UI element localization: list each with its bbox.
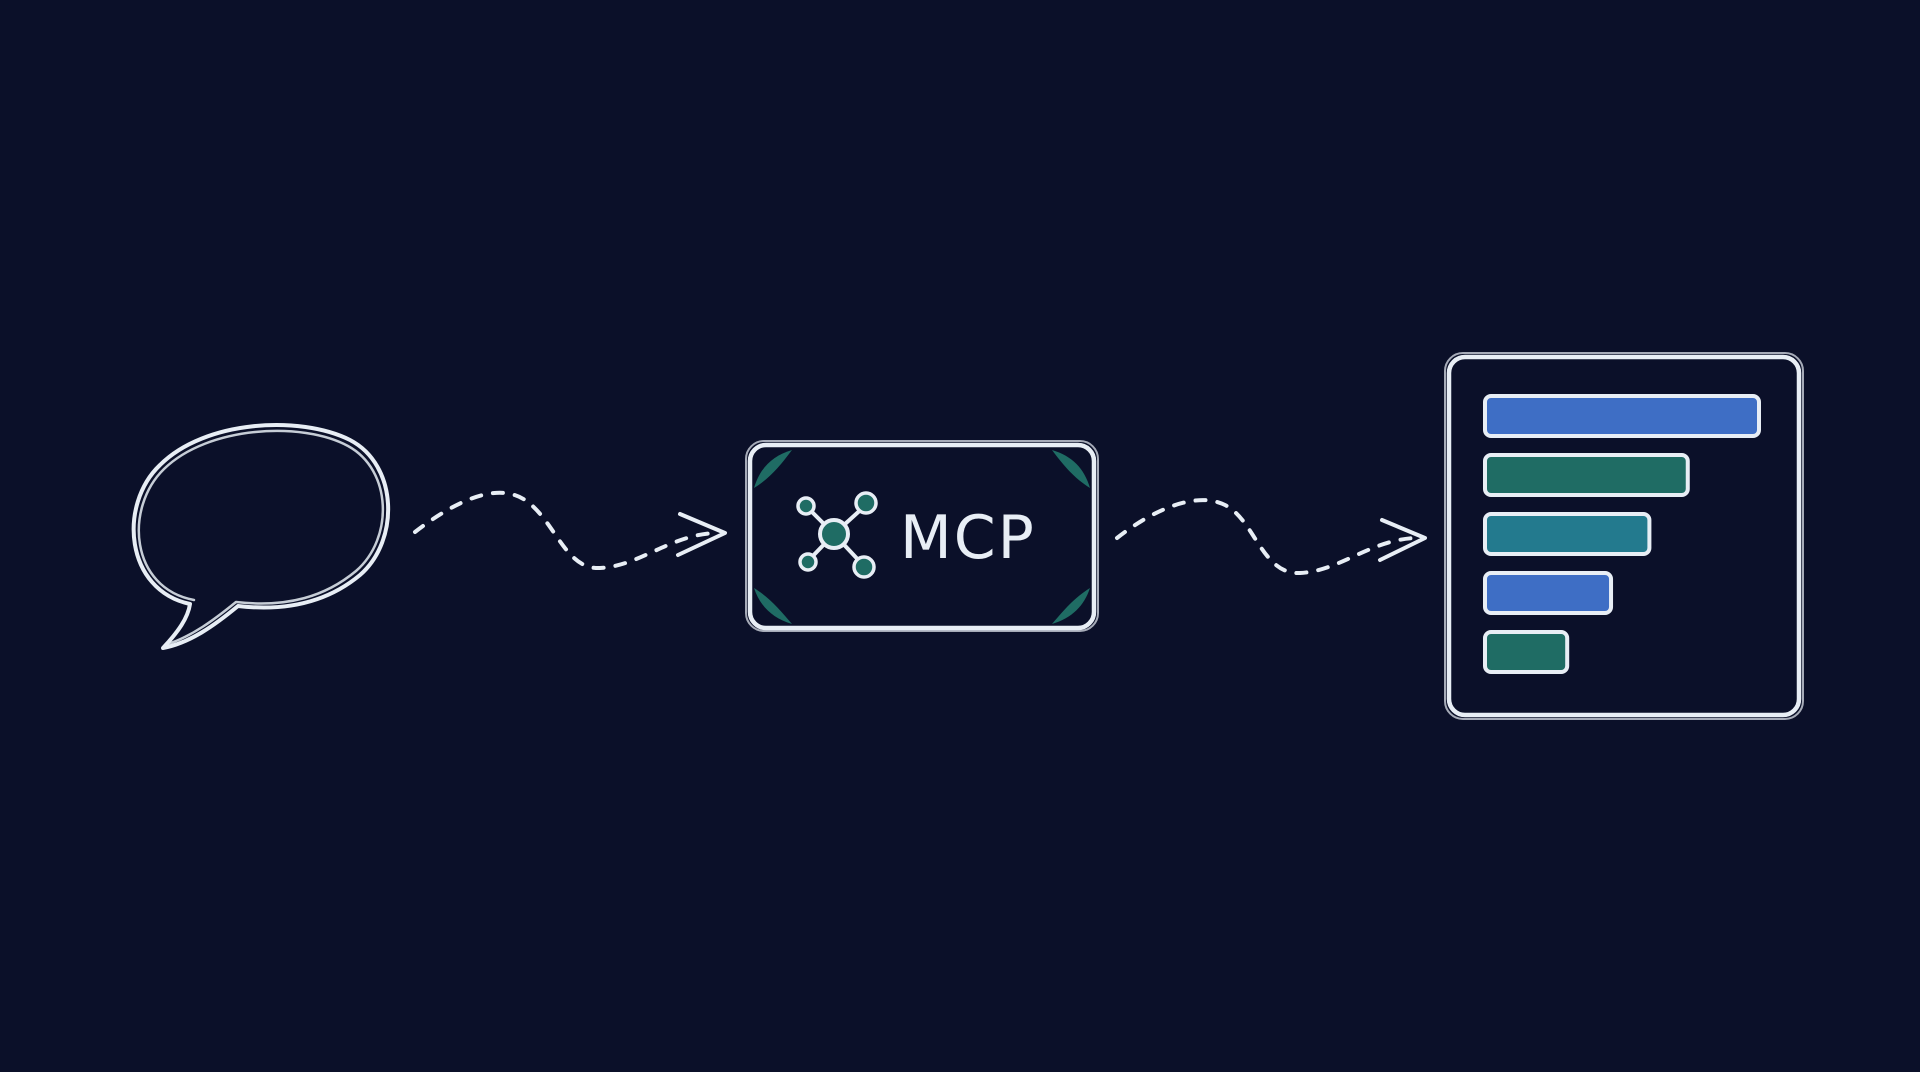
- dashed-connector: [413, 490, 717, 571]
- speech-bubble-icon-retrace: [137, 429, 385, 646]
- report-bar: [1483, 571, 1614, 615]
- arrow-chat-to-mcp: [413, 490, 727, 571]
- report-bar: [1483, 453, 1690, 497]
- arrow-mcp-to-report: [1115, 498, 1427, 576]
- report-bar: [1483, 512, 1652, 556]
- corner-accent: [754, 588, 792, 624]
- report-bars: [1483, 394, 1761, 674]
- mcp-box-retrace: [745, 440, 1099, 632]
- network-hub-icon: [796, 491, 878, 579]
- speech-bubble-icon: [131, 423, 390, 650]
- mcp-label: MCP: [900, 503, 1036, 573]
- dashed-connector: [1115, 498, 1417, 576]
- corner-accent: [1052, 588, 1090, 624]
- mcp-box: [747, 442, 1097, 631]
- corner-accent: [754, 450, 792, 488]
- arrowhead-icon: [676, 512, 727, 557]
- report-panel-retrace: [1444, 352, 1804, 720]
- chat-bubble-node: [131, 423, 390, 650]
- mcp-node: MCP: [745, 440, 1099, 632]
- corner-accent: [1052, 450, 1090, 488]
- report-node: [1444, 352, 1804, 720]
- arrowhead-icon: [1378, 518, 1427, 562]
- report-panel: [1446, 354, 1802, 718]
- report-bar: [1483, 394, 1761, 438]
- report-bar: [1483, 630, 1570, 674]
